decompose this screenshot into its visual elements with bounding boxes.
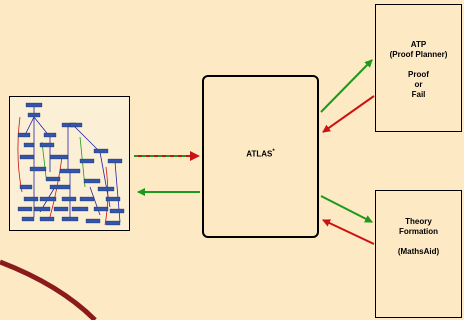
- atp-proof: Proof: [408, 70, 429, 79]
- atlas-label: ATLAS*: [204, 149, 317, 159]
- theory-title: Theory: [405, 217, 432, 226]
- atp-subtitle: (Proof Planner): [389, 50, 448, 59]
- atlas-to-atp-arrow: [320, 59, 373, 113]
- theory-formation-box: Theory Formation (MathsAid): [375, 190, 462, 318]
- atp-text: ATP (Proof Planner) Proof or Fail: [376, 40, 461, 100]
- theory-subtitle: Formation: [398, 227, 439, 236]
- theory-text: Theory Formation (MathsAid): [376, 217, 461, 257]
- atlas-label-text: ATLAS: [246, 149, 273, 159]
- atp-fail: Fail: [411, 90, 426, 99]
- atp-or: or: [414, 80, 423, 89]
- atlas-box: ATLAS*: [202, 75, 319, 238]
- atp-to-atlas-arrow: [322, 95, 375, 133]
- proof-tree-image: [17, 102, 125, 226]
- theory-mathsaid: (MathsAid): [397, 247, 440, 256]
- atp-box: ATP (Proof Planner) Proof or Fail: [375, 4, 462, 132]
- proof-graph-thumbnail: [9, 96, 130, 231]
- atlas-superscript: *: [272, 149, 275, 155]
- graph-to-atlas-arrow: [134, 151, 200, 161]
- atlas-to-theory-arrow: [320, 195, 373, 223]
- theory-to-atlas-arrow: [322, 219, 375, 245]
- atp-title: ATP: [410, 40, 427, 49]
